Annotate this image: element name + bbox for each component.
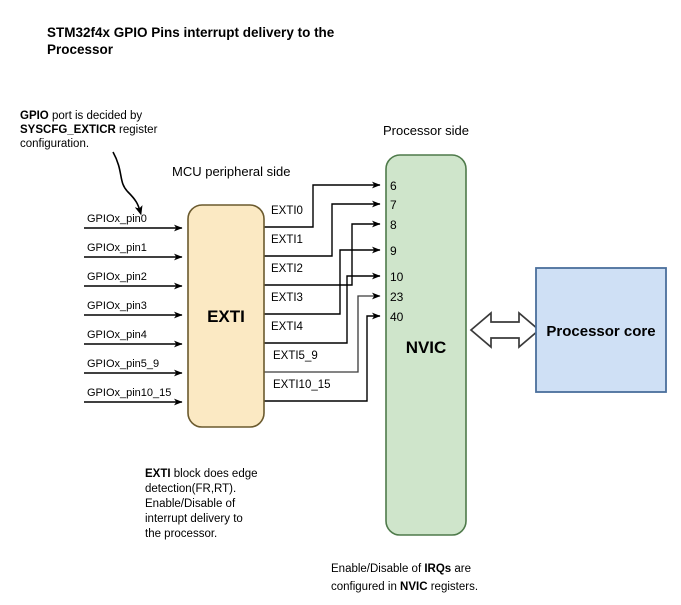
gpio-pin-label-1: GPIOx_pin1 bbox=[87, 242, 147, 254]
svg-text:configured in NVIC registers.: configured in NVIC registers. bbox=[331, 581, 478, 593]
page-title-line1: STM32f4x GPIO Pins interrupt delivery to… bbox=[47, 25, 335, 40]
page-title-line2: Processor bbox=[47, 42, 114, 57]
gpio-syscfg-note: GPIO port is decided by SYSCFG_EXTICR re… bbox=[20, 110, 158, 150]
exti-block-shape bbox=[187, 204, 265, 428]
nvic-block[interactable]: NVIC bbox=[385, 154, 467, 536]
irq-number-4: 10 bbox=[390, 270, 404, 284]
exti-explanation-note: EXTI block does edge detection(FR,RT). E… bbox=[145, 468, 258, 540]
processor-side-label: Processor side bbox=[383, 123, 469, 138]
gpio-note-bold-1: GPIO bbox=[20, 110, 49, 122]
exti-block[interactable]: EXTI bbox=[187, 204, 265, 428]
processor-core-label: Processor core bbox=[546, 323, 655, 340]
exti-nvic-wire-0 bbox=[264, 181, 381, 228]
nvic-note-line2-b: registers. bbox=[428, 581, 479, 593]
exti-output-label-6: EXTI10_15 bbox=[273, 379, 331, 391]
exti-nvic-wire-1 bbox=[264, 200, 381, 257]
exti-note-bold: EXTI bbox=[145, 468, 171, 480]
exti-note-line-4: interrupt delivery to bbox=[145, 513, 243, 525]
irq-number-3: 9 bbox=[390, 244, 397, 258]
gpio-pin-label-3: GPIOx_pin3 bbox=[87, 300, 147, 312]
exti-note-line-2: detection(FR,RT). bbox=[145, 483, 236, 495]
exti-output-label-1: EXTI1 bbox=[271, 234, 303, 246]
processor-core-shape bbox=[535, 267, 667, 393]
exti-nvic-wire-4 bbox=[264, 272, 381, 344]
exti-output-label-2: EXTI2 bbox=[271, 263, 303, 275]
exti-output-label-3: EXTI3 bbox=[271, 292, 303, 304]
gpio-note-rest-1: port is decided by bbox=[49, 110, 143, 122]
processor-core-block[interactable]: Processor core bbox=[535, 267, 667, 393]
exti-nvic-wire-5 bbox=[264, 292, 381, 373]
irq-number-0: 6 bbox=[390, 179, 397, 193]
nvic-note-line1-a: Enable/Disable of bbox=[331, 563, 424, 575]
nvic-note-line2-a: configured in bbox=[331, 581, 400, 593]
exti-nvic-wire-6 bbox=[264, 312, 381, 402]
gpio-pin-label-4: GPIOx_pin4 bbox=[87, 329, 147, 341]
nvic-explanation-note: Enable/Disable of IRQs are configured in… bbox=[331, 563, 478, 593]
gpio-input-wires: GPIOx_pin0 GPIOx_pin1 GPIOx_pin2 GPIOx_p… bbox=[84, 213, 183, 406]
irq-number-5: 23 bbox=[390, 290, 404, 304]
gpio-pin-label-5: GPIOx_pin5_9 bbox=[87, 358, 159, 370]
mcu-peripheral-side-label: MCU peripheral side bbox=[172, 164, 291, 179]
gpio-pin-label-6: GPIOx_pin10_15 bbox=[87, 387, 171, 399]
nvic-note-line1-b: are bbox=[451, 563, 471, 575]
nvic-note-line2-bold: NVIC bbox=[400, 581, 427, 593]
nvic-note-line1-bold: IRQs bbox=[424, 563, 451, 575]
bidirectional-arrow-icon bbox=[469, 311, 541, 349]
irq-number-2: 8 bbox=[390, 218, 397, 232]
exti-nvic-wire-2 bbox=[264, 220, 381, 286]
gpio-pin-label-2: GPIOx_pin2 bbox=[87, 271, 147, 283]
gpio-note-bold-2: SYSCFG_EXTICR bbox=[20, 124, 117, 136]
irq-number-labels: 6 7 8 9 10 23 40 bbox=[390, 179, 404, 324]
gpio-pin-label-0: GPIOx_pin0 bbox=[87, 213, 147, 225]
exti-nvic-wire-3 bbox=[264, 246, 381, 315]
exti-output-label-5: EXTI5_9 bbox=[273, 350, 318, 362]
svg-text:Enable/Disable of IRQs are: Enable/Disable of IRQs are bbox=[331, 563, 471, 575]
svg-text:SYSCFG_EXTICR register: SYSCFG_EXTICR register bbox=[20, 124, 158, 136]
exti-to-nvic-wires: EXTI0 EXTI1 EXTI2 EXTI3 EXTI4 EXTI5_9 EX… bbox=[264, 181, 381, 402]
svg-text:EXTI block does edge: EXTI block does edge bbox=[145, 468, 258, 480]
exti-output-label-4: EXTI4 bbox=[271, 321, 304, 333]
irq-number-6: 40 bbox=[390, 310, 404, 324]
irq-number-1: 7 bbox=[390, 198, 397, 212]
gpio-note-rest-2: register bbox=[116, 124, 158, 136]
nvic-block-shape bbox=[385, 154, 467, 536]
exti-output-label-0: EXTI0 bbox=[271, 205, 303, 217]
gpio-note-line-3: configuration. bbox=[20, 138, 89, 150]
exti-note-line-5: the processor. bbox=[145, 528, 217, 540]
nvic-block-label: NVIC bbox=[406, 338, 447, 357]
svg-text:GPIO port is decided by: GPIO port is decided by bbox=[20, 110, 142, 122]
exti-note-line-3: Enable/Disable of bbox=[145, 498, 236, 510]
exti-note-line1-rest: block does edge bbox=[171, 468, 258, 480]
gpio-note-pointer-arrow-icon bbox=[112, 151, 143, 216]
exti-block-label: EXTI bbox=[207, 307, 245, 326]
